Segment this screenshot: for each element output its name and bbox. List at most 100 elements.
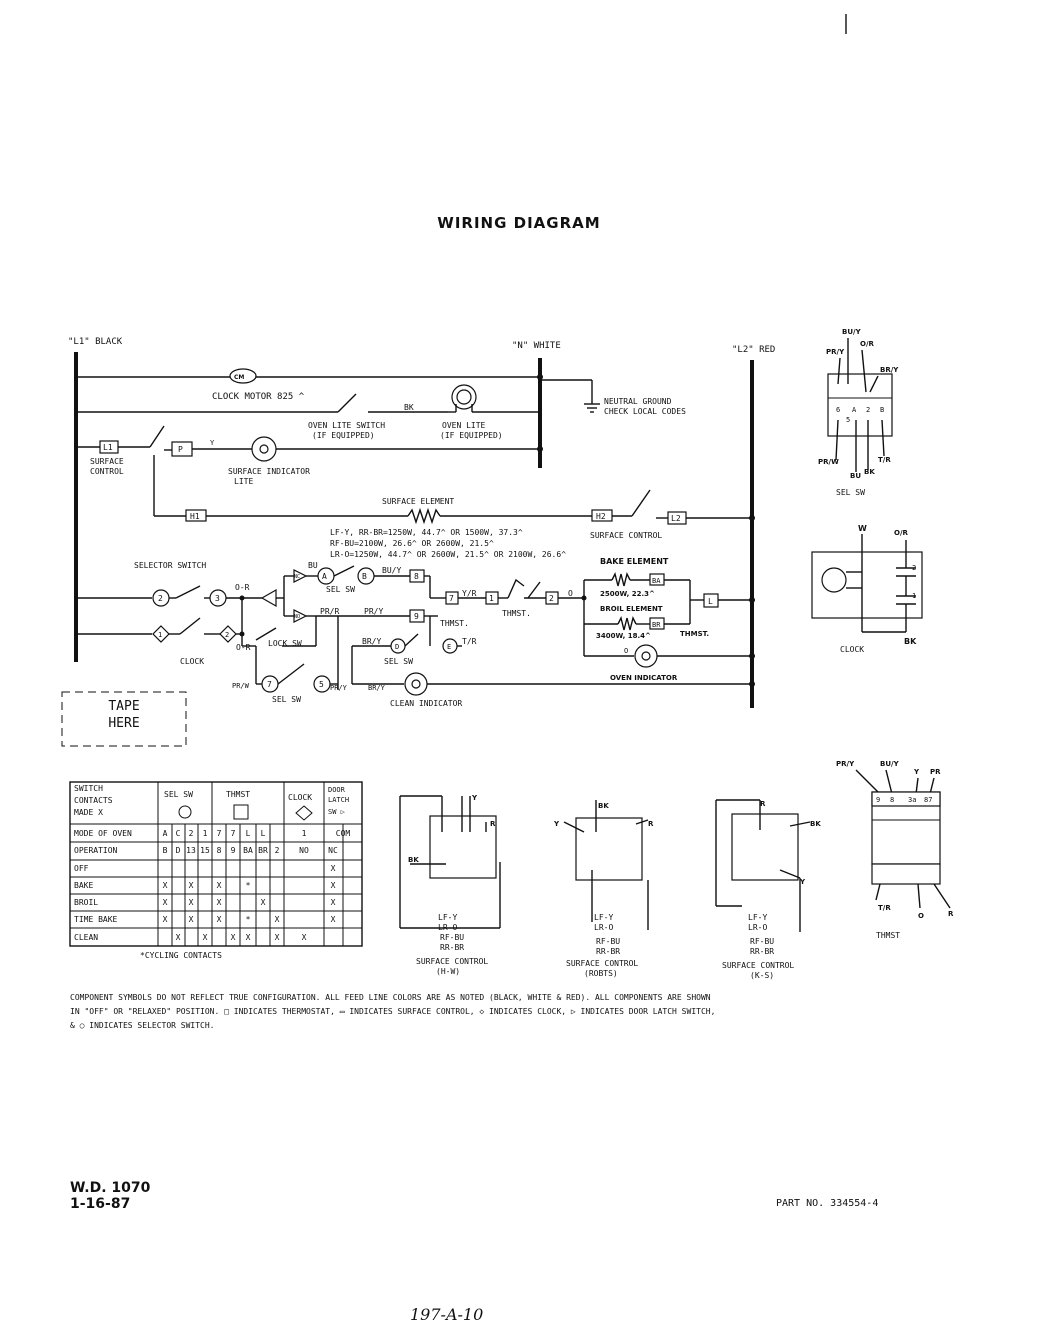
svg-text:T/R: T/R [878,456,891,464]
svg-text:PR/W: PR/W [232,682,250,690]
mode-cell: A [163,829,168,838]
svg-text:2: 2 [866,406,870,414]
svg-text:O: O [918,912,924,920]
svg-text:SURFACE ELEMENT: SURFACE ELEMENT [382,497,454,506]
svg-text:CLOCK: CLOCK [180,657,204,666]
svg-text:87: 87 [924,796,932,804]
table-cell: X [189,915,194,924]
svg-text:CONTROL: CONTROL [90,467,124,476]
svg-text:LF-Y: LF-Y [748,913,767,922]
mode-cell: 1 [302,829,307,838]
svg-text:SW ▷: SW ▷ [328,808,346,816]
table-cell: X [261,898,266,907]
svg-text:NC: NC [294,574,300,580]
table-cell: X [331,881,336,890]
svg-text:H1: H1 [190,512,200,521]
svg-text:RR-BR: RR-BR [596,947,620,956]
svg-text:PR/Y: PR/Y [836,760,855,768]
svg-text:L: L [708,597,713,606]
mode-cell: L [261,829,266,838]
svg-text:LF-Y: LF-Y [594,913,613,922]
svg-text:8: 8 [414,572,419,581]
mode-cell: COM [336,829,351,838]
svg-text:B: B [880,406,884,414]
wd-number: W.D. 1070 [70,1180,151,1196]
n-label: "N" WHITE [512,341,561,351]
table-cell: X [217,898,222,907]
table-cell: X [163,898,168,907]
thermostat-icon [507,578,525,599]
door-latch-icon [260,588,277,608]
table-cell: X [163,915,168,924]
svg-text:O: O [624,647,628,655]
svg-text:BK: BK [408,856,419,864]
svg-text:L1: L1 [103,443,113,452]
diagram-title: WIRING DIAGRAM [437,214,600,232]
svg-text:O: O [568,589,573,598]
schematic: "L1" BLACK "N" WHITE "L2" RED CM CLOCK M… [68,337,775,708]
svg-text:RF-BU: RF-BU [750,937,774,946]
clock-motor-label: CLOCK MOTOR 825 ^ [212,392,305,402]
part-number: PART NO. 334554-4 [776,1198,878,1209]
op-cell: 15 [200,846,210,855]
svg-text:MADE X: MADE X [74,808,103,817]
svg-text:RR-BR: RR-BR [440,943,464,952]
svg-text:BU: BU [308,561,318,570]
svg-text:E: E [447,643,451,651]
svg-text:SWITCH: SWITCH [74,784,103,793]
svg-text:CLOCK: CLOCK [840,645,864,654]
svg-text:LR-O: LR-O [438,923,457,932]
svg-text:THMST.: THMST. [440,619,469,628]
svg-text:R: R [760,800,766,808]
svg-text:Y: Y [913,768,920,776]
svg-text:CLOCK: CLOCK [288,793,312,802]
svg-text:A: A [852,406,857,414]
svg-text:THMST: THMST [876,931,900,940]
table-row-label: BAKE [74,881,93,890]
op-cell: 9 [231,846,236,855]
svg-text:CLEAN INDICATOR: CLEAN INDICATOR [390,699,462,708]
svg-text:BR/Y: BR/Y [880,366,899,374]
table-cell: * [246,881,251,890]
svg-text:SURFACE CONTROL: SURFACE CONTROL [590,531,662,540]
svg-text:SEL SW: SEL SW [384,657,413,666]
svg-text:RF-BU: RF-BU [440,933,464,942]
svg-text:1: 1 [912,592,916,600]
svg-text:T/R: T/R [878,904,891,912]
table-cell: X [189,881,194,890]
mode-cell: 7 [231,829,236,838]
mode-cell: 7 [217,829,222,838]
svg-text:SEL SW: SEL SW [836,488,865,497]
svg-text:SEL SW: SEL SW [272,695,301,704]
clock-motor-detail-icon [821,567,847,593]
svg-text:1: 1 [158,631,162,639]
svg-text:RR-BR: RR-BR [750,947,774,956]
svg-text:7: 7 [449,594,454,603]
mode-cell: C [176,829,181,838]
table-row-label: CLEAN [74,933,98,942]
svg-text:O-R: O-R [235,583,250,592]
svg-text:2: 2 [912,564,916,572]
op-cell: B [163,846,168,855]
svg-text:3400W, 18.4^: 3400W, 18.4^ [596,632,651,640]
table-cell: X [246,933,251,942]
svg-text:Y/R: Y/R [462,589,477,598]
svg-text:THMST: THMST [226,790,250,799]
op-cell: NO [299,846,309,855]
svg-text:B: B [362,572,367,581]
table-cell: X [331,915,336,924]
svg-text:BR/Y: BR/Y [362,637,381,646]
svg-text:O/R: O/R [860,340,875,348]
svg-text:(IF EQUIPPED): (IF EQUIPPED) [440,431,503,440]
clock-motor-icon [229,368,257,384]
svg-text:3: 3 [215,594,220,603]
svg-text:BK: BK [598,802,609,810]
svg-text:SURFACE CONTROL: SURFACE CONTROL [416,957,488,966]
note-line-3: & ○ INDICATES SELECTOR SWITCH. [70,1021,215,1030]
spec-rf: RF-BU=2100W, 26.6^ OR 2600W, 21.5^ [330,539,494,548]
sel-sw-detail: BU/Y O/R PR/Y BR/Y 6 A 2 B 5 PR/W BU BK … [818,328,899,497]
svg-text:THMST.: THMST. [502,609,531,618]
thmst-detail: PR/Y BU/Y Y PR 9 8 3a 87 T/R O R THMST [836,760,954,940]
svg-text:OVEN LITE: OVEN LITE [442,421,486,430]
table-cell: X [217,881,222,890]
